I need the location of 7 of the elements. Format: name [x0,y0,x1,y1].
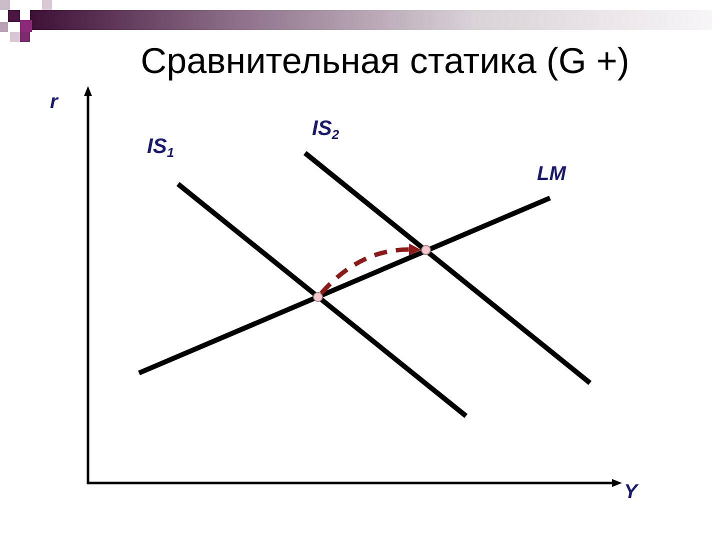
curve-label: IS$_{1}$ [147,135,174,158]
curve-label: IS$_{2}$ [312,117,340,140]
curve-label: LM [537,163,566,185]
axis-label: Y [624,481,638,503]
slide-title: Сравнительная статика (G +) [140,40,630,82]
axis-label: r [50,91,58,113]
dashed-arrow [320,244,421,295]
